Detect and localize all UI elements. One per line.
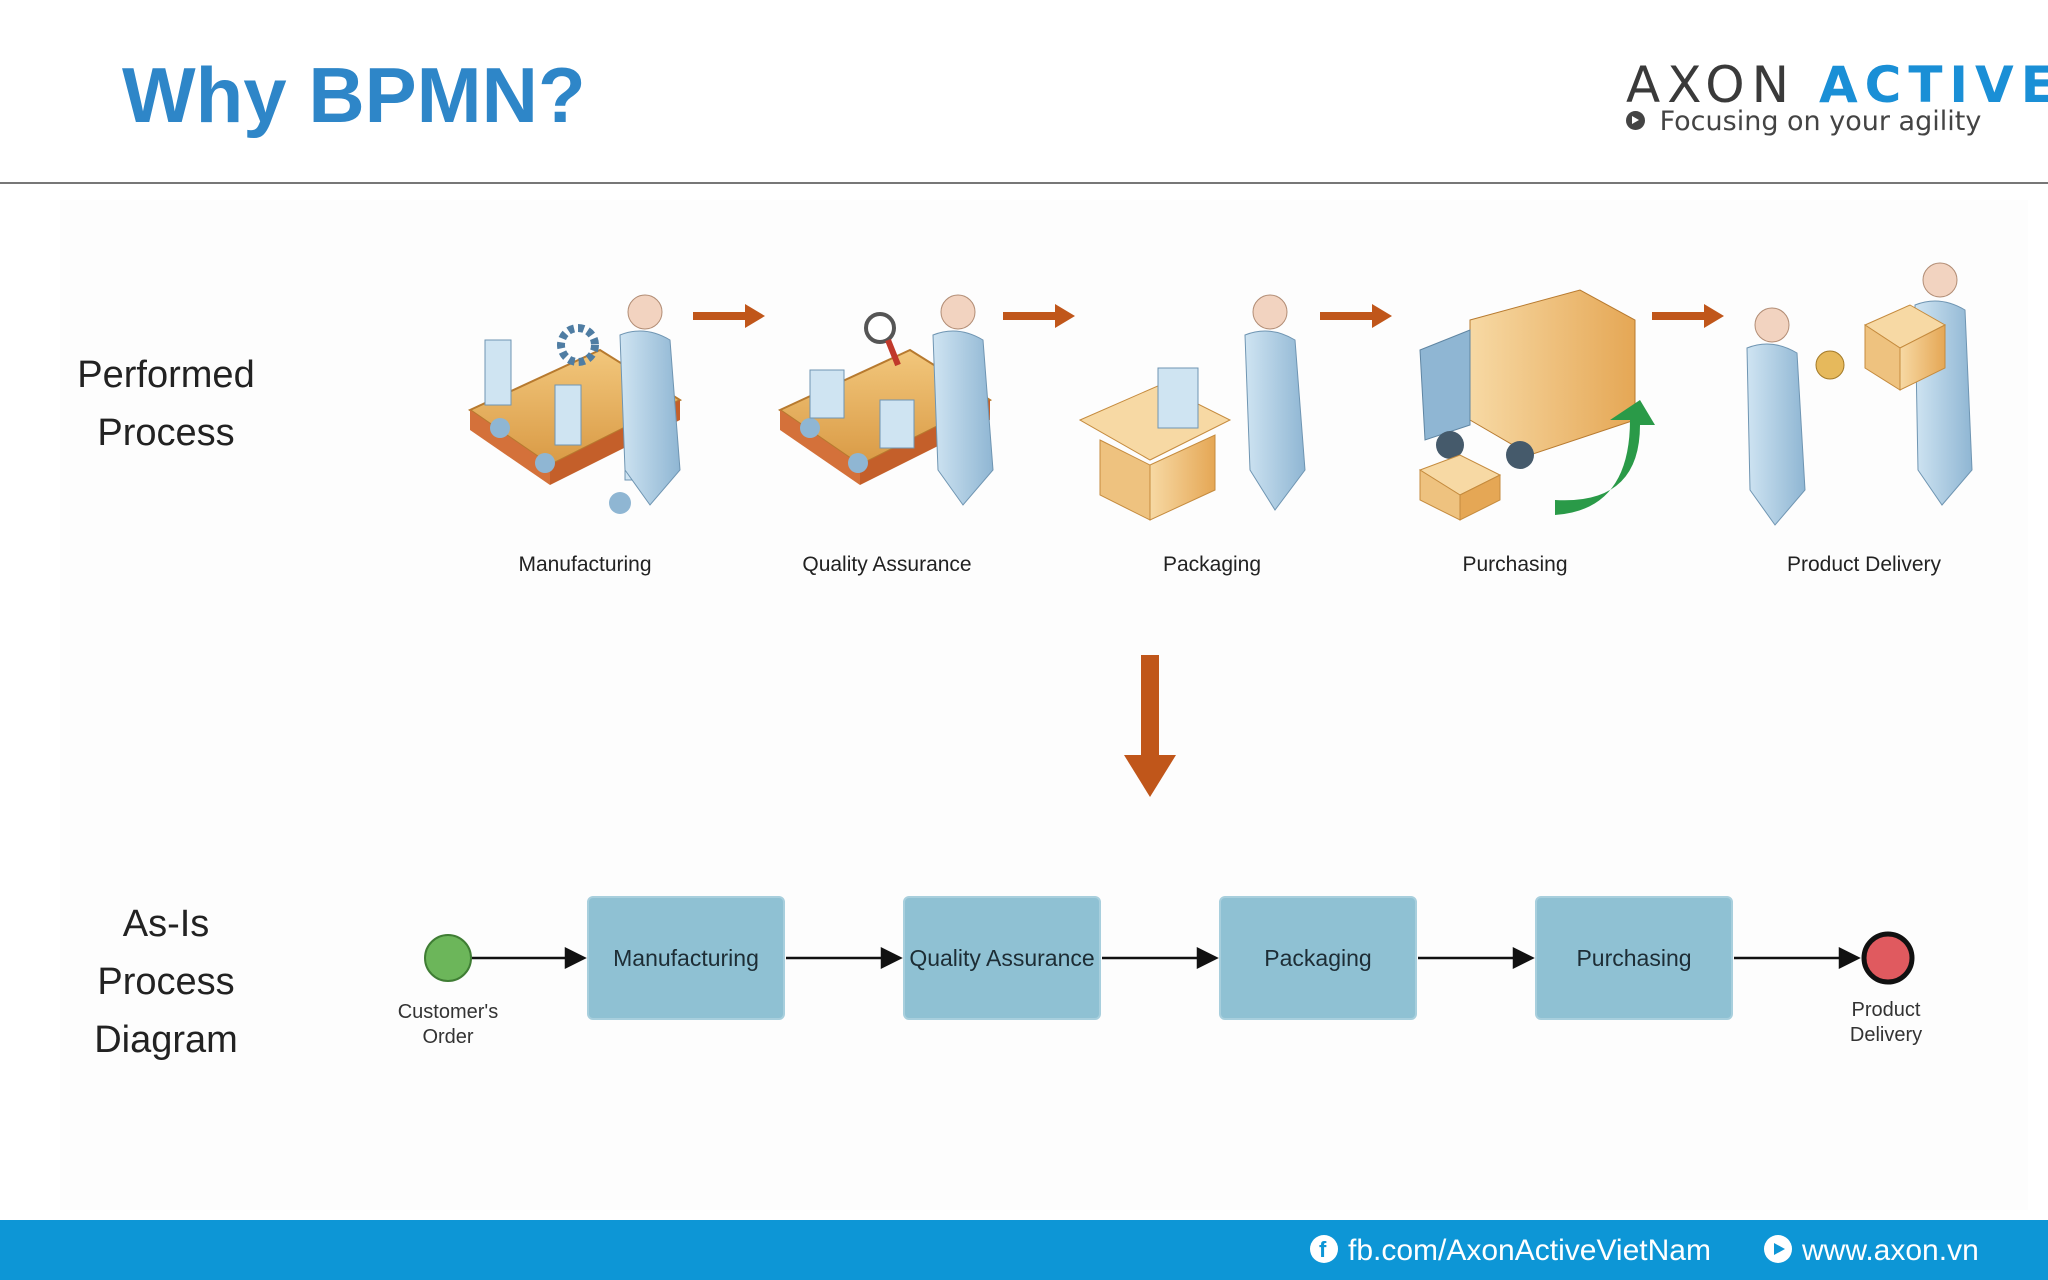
product-delivery-illustration (1746, 262, 1973, 526)
step-arrow-2 (1003, 304, 1075, 328)
performed-label-line1: Performed (77, 354, 255, 396)
step-caption-quality-assurance: Quality Assurance (802, 553, 972, 576)
task-quality-assurance[interactable]: Quality Assurance (903, 896, 1101, 1020)
page-title: Why BPMN? (122, 51, 586, 139)
step-arrow-1 (693, 304, 765, 328)
packaging-illustration (1078, 294, 1306, 521)
start-event-label-line1: Customer's (397, 1001, 499, 1023)
footer-website-text: www.axon.vn (1802, 1234, 1979, 1267)
logo-name-active: ACTIVE (1818, 56, 2048, 114)
footer-facebook-text: fb.com/AxonActiveVietNam (1348, 1234, 1711, 1267)
step-arrow-4 (1652, 304, 1724, 328)
purchasing-illustration (1418, 289, 1655, 521)
logo-tagline: Focusing on your agility (1626, 106, 1981, 137)
as-is-label-line1: As-Is (122, 903, 210, 945)
as-is-label-line2: Process (97, 961, 235, 1003)
arrow-bullet-icon (1626, 111, 1645, 130)
start-event-label-line2: Order (422, 1026, 474, 1048)
footer-bar: f fb.com/AxonActiveVietNam www.axon.vn (0, 1220, 2048, 1280)
quality-assurance-illustration (777, 294, 994, 506)
website-arrow-icon (1764, 1235, 1792, 1264)
end-event-label-line1: Product (1851, 999, 1921, 1021)
facebook-icon: f (1310, 1235, 1338, 1264)
content-area (60, 200, 2028, 1210)
header-divider (0, 182, 2048, 184)
company-logo: AXON ACTIVE Focusing on your agility (1626, 56, 2048, 146)
step-caption-product-delivery: Product Delivery (1786, 553, 1942, 576)
transformation-arrow-icon (1124, 655, 1176, 797)
step-arrows (693, 304, 1724, 328)
performed-process-illustration (467, 262, 1973, 526)
step-caption-packaging: Packaging (1162, 553, 1262, 576)
task-purchasing[interactable]: Purchasing (1535, 896, 1733, 1020)
logo-tagline-text: Focusing on your agility (1659, 106, 1982, 137)
end-event-label: Product Delivery (1806, 998, 1966, 1048)
performed-process-label: Performed Process (56, 346, 276, 462)
logo-name: AXON ACTIVE (1626, 56, 2048, 114)
end-event-label-line2: Delivery (1849, 1024, 1923, 1046)
as-is-label-line3: Diagram (94, 1019, 238, 1061)
step-caption-manufacturing: Manufacturing (518, 553, 652, 576)
start-event-label: Customer's Order (368, 1000, 528, 1050)
footer-facebook-link[interactable]: f fb.com/AxonActiveVietNam (1310, 1234, 1711, 1268)
as-is-diagram-label: As-Is Process Diagram (56, 895, 276, 1069)
task-packaging[interactable]: Packaging (1219, 896, 1417, 1020)
logo-name-axon: AXON (1626, 56, 1797, 114)
task-manufacturing[interactable]: Manufacturing (587, 896, 785, 1020)
footer-website-link[interactable]: www.axon.vn (1764, 1234, 1979, 1268)
manufacturing-illustration (467, 294, 683, 514)
performed-label-line2: Process (97, 412, 235, 454)
step-caption-purchasing: Purchasing (1462, 553, 1568, 576)
step-arrow-3 (1320, 304, 1392, 328)
